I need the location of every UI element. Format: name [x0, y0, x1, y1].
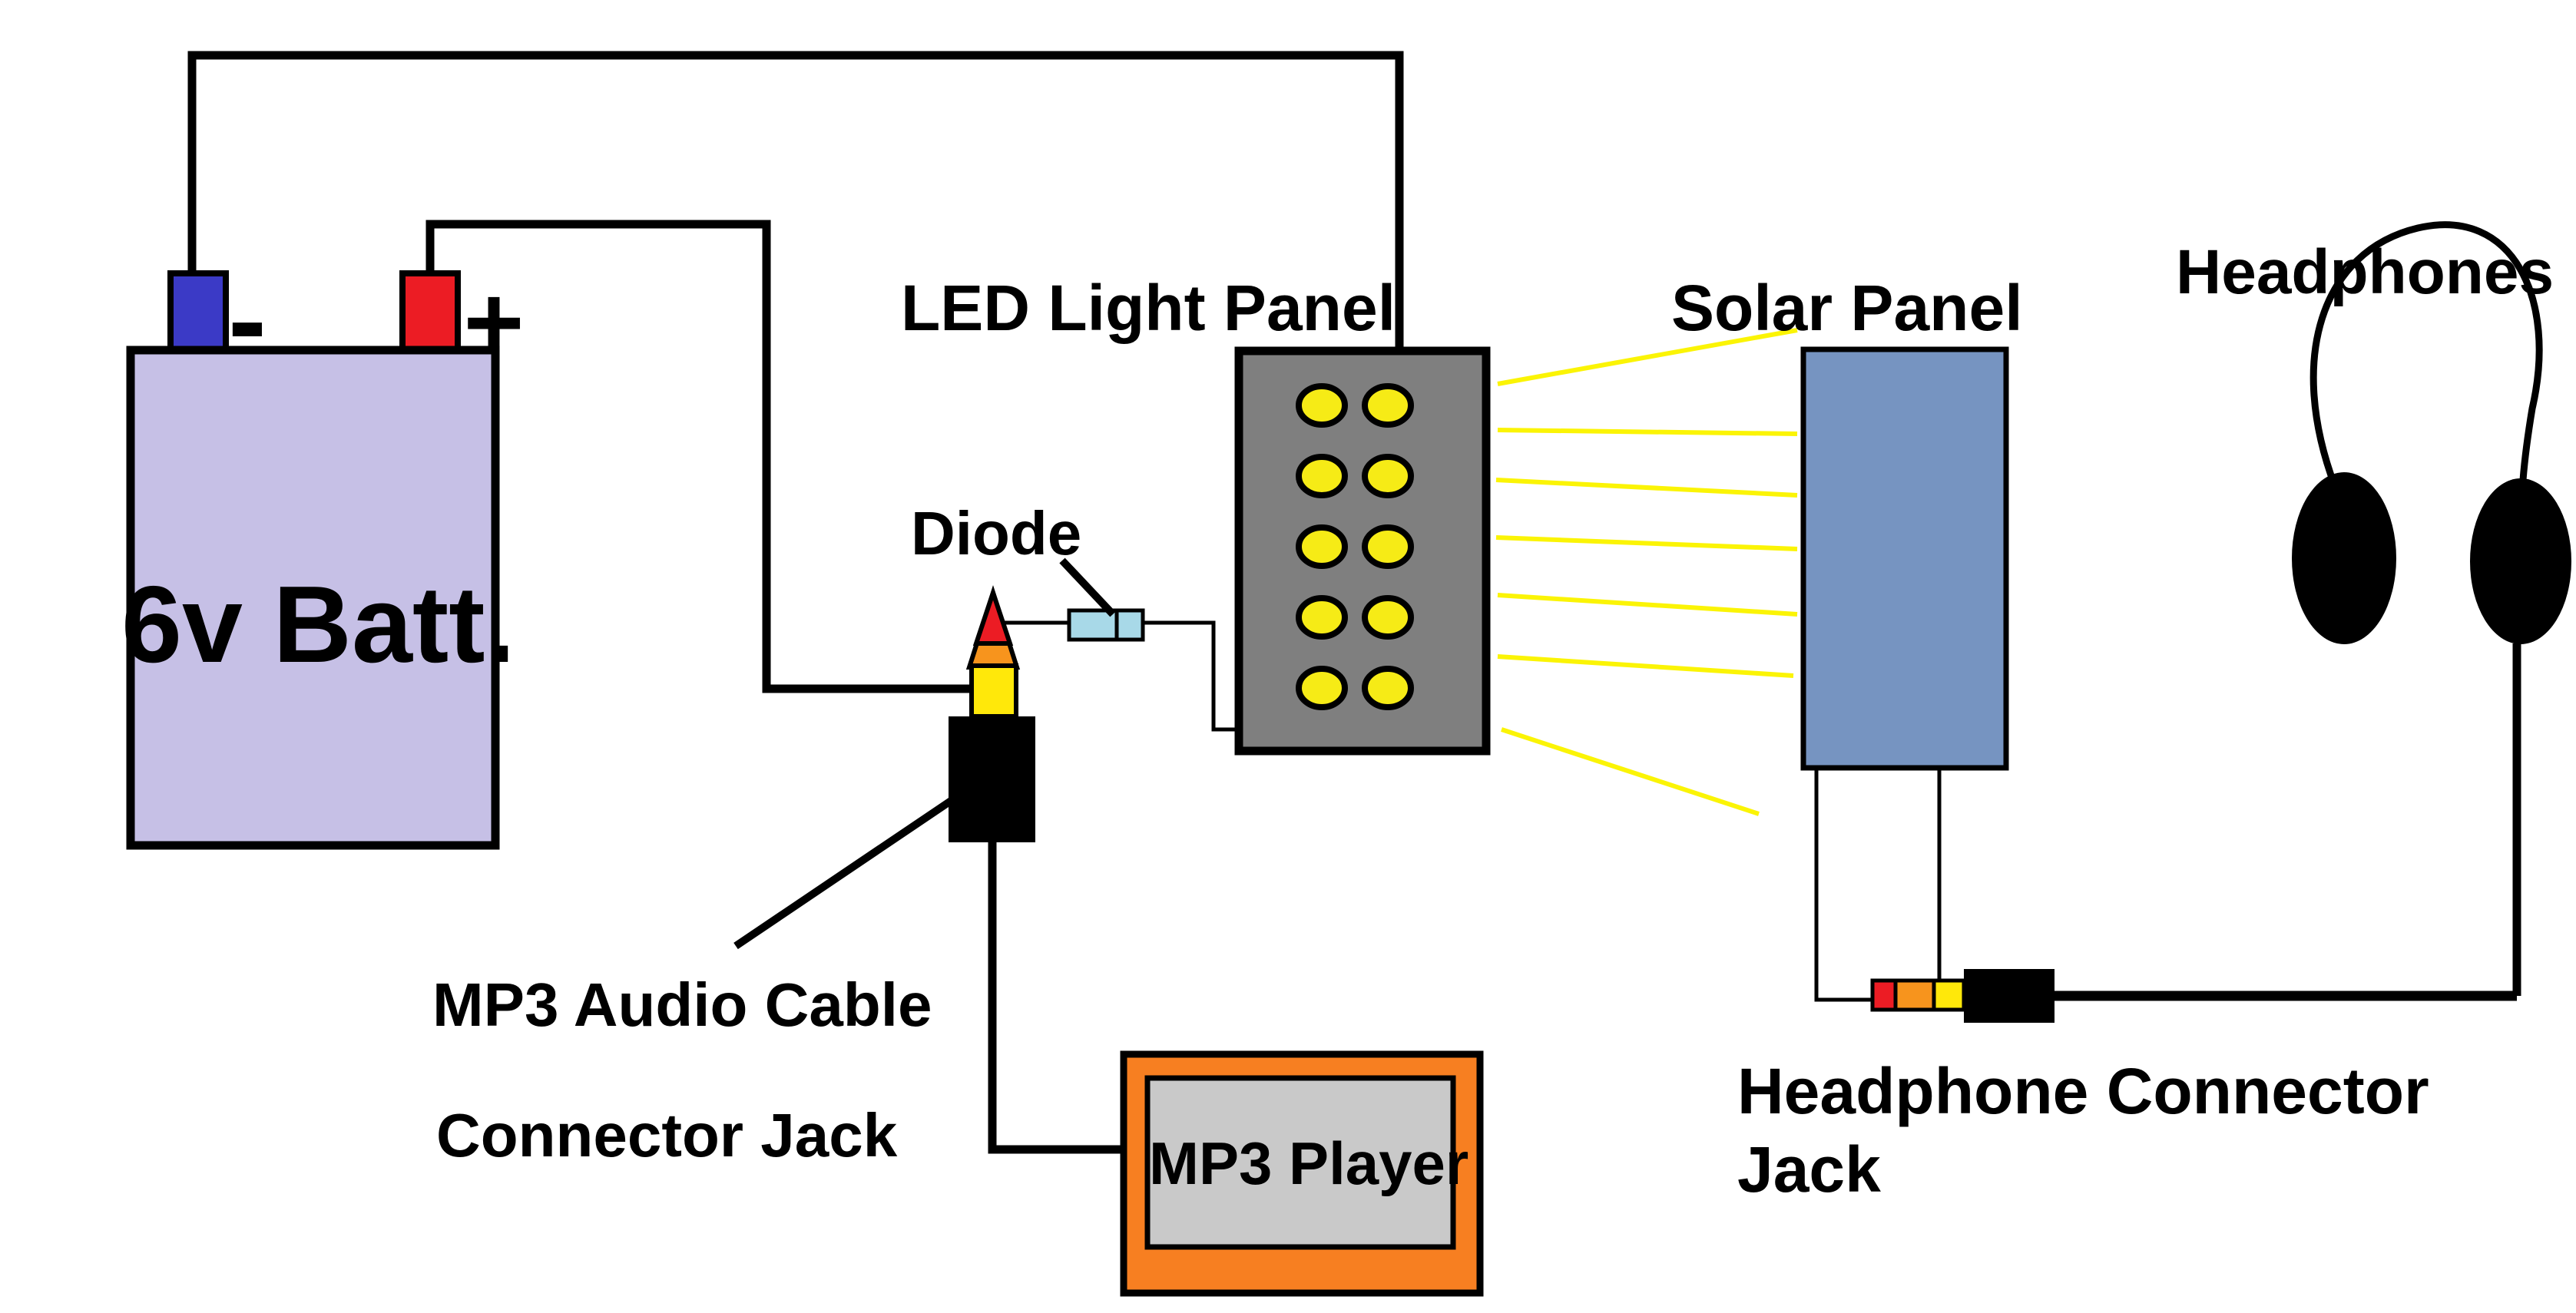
headphone-jack-body [1964, 969, 2055, 1023]
battery-positive-terminal [399, 270, 461, 355]
wire-audio-jack-to-mp3-player [988, 841, 1126, 1154]
headphone-connector-jack: Headphone Connector Jack [1737, 969, 2429, 1206]
headphones-left-earpiece [2292, 472, 2396, 644]
led-bulb-icon [1296, 383, 1348, 428]
mp3-player: MP3 Player [1120, 1050, 1484, 1297]
diode-body [1067, 608, 1145, 642]
light-ray-icon [1501, 727, 1760, 816]
mp3-player-label: MP3 Player [1149, 1129, 1468, 1197]
wire-diode-to-led-panel [1143, 620, 1241, 732]
led-bulb-icon [1296, 666, 1348, 710]
diode: Diode [911, 499, 1145, 642]
headphones-right-earpiece [2470, 478, 2571, 644]
diode-label: Diode [911, 499, 1081, 567]
light-ray-icon [1495, 535, 1798, 551]
audio-jack-body [949, 716, 1035, 842]
light-ray-icon [1497, 328, 1798, 386]
headphone-jack-band-orange [1893, 978, 1936, 1012]
led-light-panel: LED Light Panel [901, 272, 1491, 756]
headphones: Headphones [2176, 221, 2571, 644]
solar-panel-body [1800, 346, 2009, 771]
led-bulb-icon [1296, 454, 1348, 498]
wire-negative-terminal-to-led-panel [187, 51, 1404, 352]
battery-negative-terminal [167, 270, 229, 355]
headphones-label: Headphones [2176, 237, 2554, 307]
battery-label: 6v Batt. [121, 564, 515, 686]
light-ray-icon [1497, 428, 1798, 436]
led-bulb-icon [1362, 454, 1414, 498]
mp3-player-screen [1144, 1075, 1456, 1250]
light-ray-icon [1497, 593, 1798, 617]
light-ray-icon [1497, 654, 1794, 678]
headphone-jack-label-line1: Headphone Connector [1737, 1055, 2429, 1127]
headphones-headband [2309, 221, 2543, 488]
battery-body [126, 346, 500, 850]
mp3-cable-label-line1: MP3 Audio Cable [432, 971, 932, 1039]
mp3-audio-cable-connector-jack: MP3 Audio Cable Connector Jack [432, 585, 1035, 1169]
audio-jack-collar-yellow [969, 663, 1018, 719]
audio-jack-pointer-line [733, 795, 955, 950]
led-bulb-icon [1362, 595, 1414, 640]
light-rays [1495, 328, 1798, 816]
led-bulb-icon [1362, 524, 1414, 569]
headphone-jack-band-yellow [1932, 978, 1966, 1012]
battery-minus-label: - [228, 255, 267, 384]
wire-solar-panel-left-lead [1814, 766, 1874, 1002]
headphone-jack-band-red [1870, 978, 1898, 1012]
mp3-cable-label-line2: Connector Jack [436, 1101, 898, 1169]
audio-jack-tip-red [972, 585, 1014, 646]
led-bulb-icon [1362, 383, 1414, 428]
solar-panel: Solar Panel [1671, 272, 2023, 771]
battery: - + 6v Batt. [121, 255, 525, 850]
led-bulb-icon [1296, 524, 1348, 569]
headphone-jack-label-line2: Jack [1737, 1133, 1881, 1206]
solar-panel-label: Solar Panel [1671, 272, 2023, 344]
battery-plus-label: + [464, 264, 525, 380]
diode-pointer-line [1059, 557, 1116, 617]
wire-positive-terminal-to-audio-jack [425, 220, 973, 693]
led-panel-label: LED Light Panel [901, 272, 1396, 344]
led-bulb-icon [1296, 595, 1348, 640]
light-ray-icon [1495, 478, 1798, 498]
led-bulbs [1296, 383, 1414, 710]
led-bulb-icon [1362, 666, 1414, 710]
wires [187, 51, 2521, 1154]
